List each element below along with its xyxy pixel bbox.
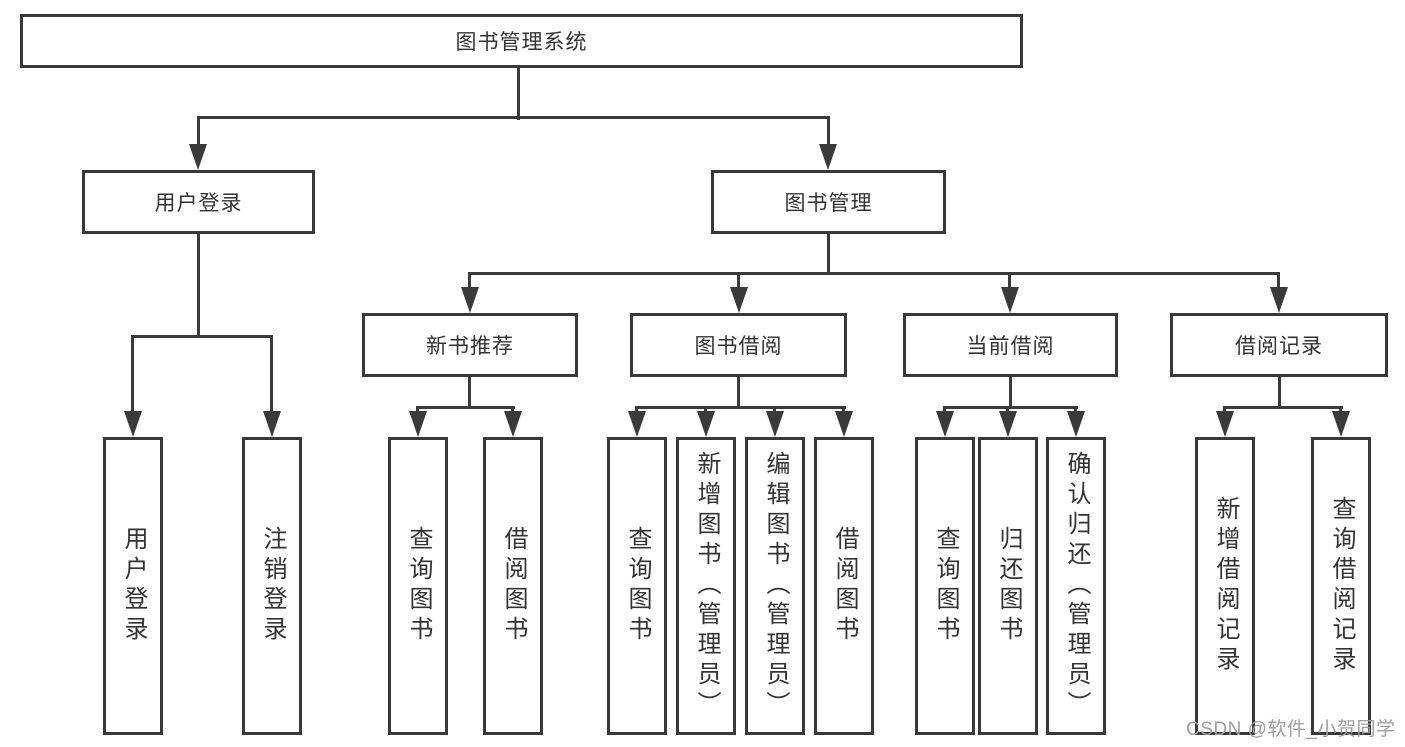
arrowhead-icon (697, 411, 715, 437)
connector-line (131, 335, 273, 338)
arrowhead-icon (1270, 287, 1288, 313)
connector-line (943, 406, 946, 414)
arrowhead-icon (835, 411, 853, 437)
leaf-records-add: 新增借阅记录 (1195, 437, 1255, 735)
leaf-current-return: 归还图书 (978, 437, 1038, 735)
connector-line (737, 377, 740, 409)
arrowhead-icon (124, 411, 142, 437)
watermark: CSDN @软件_小贺同学 (1186, 719, 1396, 740)
leaf-borrow-borrow: 借阅图书 (814, 437, 874, 735)
connector-line (943, 406, 1078, 409)
leaf-borrow-query-label: 查询图书 (624, 526, 651, 646)
arrowhead-icon (1001, 287, 1019, 313)
arrowhead-icon (819, 144, 837, 170)
leaf-newbook-borrow: 借阅图书 (483, 437, 543, 735)
connector-line (1008, 272, 1011, 290)
connector-line (635, 406, 638, 414)
node-book-management-label: 图书管理 (784, 192, 873, 215)
arrowhead-icon (1067, 411, 1085, 437)
arrowhead-icon (766, 411, 784, 437)
connector-line (827, 116, 830, 146)
node-borrow-records: 借阅记录 (1170, 313, 1388, 377)
arrowhead-icon (189, 144, 207, 170)
arrowhead-icon (504, 411, 522, 437)
connector-line (1009, 377, 1012, 409)
connector-line (131, 335, 134, 413)
leaf-borrow-add-admin-label: 新增图书（管理员） (693, 451, 720, 721)
connector-line (468, 272, 1280, 275)
connector-line (1278, 377, 1281, 409)
connector-line (511, 406, 514, 414)
node-current-borrow: 当前借阅 (903, 313, 1118, 377)
arrowhead-icon (263, 411, 281, 437)
leaf-current-confirm-admin-label: 确认归还（管理员） (1063, 451, 1090, 721)
node-root-label: 图书管理系统 (455, 31, 588, 54)
leaf-borrow-edit-admin-label: 编辑图书（管理员） (762, 451, 789, 721)
arrowhead-icon (730, 287, 748, 313)
leaf-current-query: 查询图书 (915, 437, 975, 735)
connector-line (704, 406, 707, 414)
leaf-current-query-label: 查询图书 (932, 526, 959, 646)
connector-line (635, 406, 846, 409)
node-new-book-recommend-label: 新书推荐 (426, 335, 514, 358)
connector-line (1074, 406, 1077, 414)
leaf-logout: 注销登录 (242, 437, 302, 735)
node-current-borrow-label: 当前借阅 (966, 335, 1055, 358)
connector-line (1277, 272, 1280, 290)
arrowhead-icon (999, 411, 1017, 437)
connector-line (197, 116, 830, 119)
arrowhead-icon (936, 411, 954, 437)
node-user-login-label: 用户登录 (154, 192, 243, 215)
leaf-records-query-label: 查询借阅记录 (1328, 496, 1355, 676)
connector-line (468, 272, 471, 290)
leaf-current-confirm-admin: 确认归还（管理员） (1046, 437, 1106, 735)
leaf-borrow-query: 查询图书 (607, 437, 667, 735)
arrowhead-icon (1332, 411, 1350, 437)
leaf-user-login-label: 用户登录 (120, 526, 147, 646)
connector-line (1339, 406, 1342, 414)
connector-line (827, 233, 830, 275)
arrowhead-icon (409, 411, 427, 437)
connector-line (197, 233, 200, 338)
leaf-records-add-label: 新增借阅记录 (1212, 496, 1239, 676)
leaf-user-login: 用户登录 (103, 437, 163, 735)
node-book-borrow-label: 图书借阅 (694, 335, 783, 358)
node-book-management: 图书管理 (711, 170, 946, 234)
connector-line (517, 68, 520, 120)
leaf-borrow-add-admin: 新增图书（管理员） (676, 437, 736, 735)
leaf-current-return-label: 归还图书 (995, 526, 1022, 646)
connector-line (416, 406, 515, 409)
node-root: 图书管理系统 (20, 14, 1023, 68)
connector-line (1006, 406, 1009, 414)
leaf-records-query: 查询借阅记录 (1311, 437, 1371, 735)
leaf-newbook-query: 查询图书 (388, 437, 448, 735)
connector-line (1223, 406, 1226, 414)
connector-line (842, 406, 845, 414)
leaf-newbook-query-label: 查询图书 (405, 526, 432, 646)
node-user-login: 用户登录 (82, 170, 315, 234)
node-borrow-records-label: 借阅记录 (1235, 335, 1323, 358)
connector-line (468, 377, 471, 409)
node-book-borrow: 图书借阅 (630, 313, 847, 377)
leaf-newbook-borrow-label: 借阅图书 (500, 526, 527, 646)
connector-line (270, 335, 273, 413)
leaf-borrow-edit-admin: 编辑图书（管理员） (745, 437, 805, 735)
arrowhead-icon (628, 411, 646, 437)
leaf-borrow-borrow-label: 借阅图书 (831, 526, 858, 646)
leaf-logout-label: 注销登录 (259, 526, 286, 646)
connector-line (416, 406, 419, 414)
arrowhead-icon (1216, 411, 1234, 437)
connector-line (773, 406, 776, 414)
node-new-book-recommend: 新书推荐 (362, 313, 578, 377)
connector-line (197, 116, 200, 146)
arrowhead-icon (461, 287, 479, 313)
connector-line (737, 272, 740, 290)
connector-line (1223, 406, 1343, 409)
